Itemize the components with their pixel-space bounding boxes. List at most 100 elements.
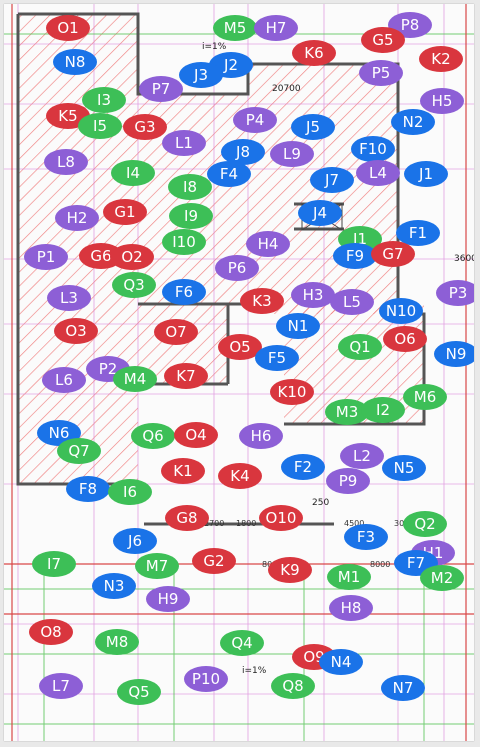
marker-m7[interactable]: M7	[135, 553, 179, 579]
marker-p1[interactable]: P1	[24, 244, 68, 270]
marker-n9[interactable]: N9	[434, 341, 474, 367]
marker-k4[interactable]: K4	[218, 463, 262, 489]
marker-n2[interactable]: N2	[391, 109, 435, 135]
marker-g7[interactable]: G7	[371, 241, 415, 267]
marker-l9[interactable]: L9	[270, 141, 314, 167]
marker-i9[interactable]: I9	[169, 203, 213, 229]
marker-j8[interactable]: J8	[221, 139, 265, 165]
marker-p7[interactable]: P7	[139, 76, 183, 102]
marker-f10[interactable]: F10	[351, 136, 395, 162]
marker-p6[interactable]: P6	[215, 255, 259, 281]
marker-l3[interactable]: L3	[47, 285, 91, 311]
marker-o3[interactable]: O3	[54, 318, 98, 344]
marker-f9[interactable]: F9	[333, 243, 377, 269]
marker-i8[interactable]: I8	[168, 174, 212, 200]
marker-j7[interactable]: J7	[310, 167, 354, 193]
marker-n6[interactable]: N6	[37, 420, 81, 446]
marker-o10[interactable]: O10	[259, 505, 303, 531]
marker-j3[interactable]: J3	[179, 62, 223, 88]
marker-j4[interactable]: J4	[298, 200, 342, 226]
marker-f5[interactable]: F5	[255, 345, 299, 371]
marker-k9[interactable]: K9	[268, 557, 312, 583]
marker-n1[interactable]: N1	[276, 313, 320, 339]
marker-q6[interactable]: Q6	[131, 423, 175, 449]
marker-p3[interactable]: P3	[436, 280, 474, 306]
marker-n4[interactable]: N4	[319, 649, 363, 675]
marker-k1[interactable]: K1	[161, 458, 205, 484]
marker-g8[interactable]: G8	[165, 505, 209, 531]
marker-k3[interactable]: K3	[240, 288, 284, 314]
marker-j6[interactable]: J6	[113, 528, 157, 554]
marker-o2[interactable]: O2	[110, 244, 154, 270]
marker-m5[interactable]: M5	[213, 15, 257, 41]
marker-j5[interactable]: J5	[291, 114, 335, 140]
marker-q4[interactable]: Q4	[220, 630, 264, 656]
marker-l4[interactable]: L4	[356, 160, 400, 186]
marker-m2[interactable]: M2	[420, 565, 464, 591]
marker-q5[interactable]: Q5	[117, 679, 161, 705]
marker-i5[interactable]: I5	[78, 113, 122, 139]
marker-i4[interactable]: I4	[111, 160, 155, 186]
marker-f6[interactable]: F6	[162, 279, 206, 305]
marker-n10[interactable]: N10	[379, 298, 423, 324]
marker-l7[interactable]: L7	[39, 673, 83, 699]
marker-i6[interactable]: I6	[108, 479, 152, 505]
marker-h8[interactable]: H8	[329, 595, 373, 621]
marker-p4[interactable]: P4	[233, 107, 277, 133]
marker-h9[interactable]: H9	[146, 586, 190, 612]
marker-k10[interactable]: K10	[270, 379, 314, 405]
dimension-top: 20700	[272, 84, 301, 94]
marker-p10[interactable]: P10	[184, 666, 228, 692]
marker-k7[interactable]: K7	[164, 363, 208, 389]
marker-q8[interactable]: Q8	[271, 673, 315, 699]
marker-h5[interactable]: H5	[420, 88, 464, 114]
marker-q2[interactable]: Q2	[403, 511, 447, 537]
marker-g2[interactable]: G2	[192, 548, 236, 574]
marker-o7[interactable]: O7	[154, 319, 198, 345]
marker-j1[interactable]: J1	[404, 161, 448, 187]
marker-l1[interactable]: L1	[162, 130, 206, 156]
marker-l2[interactable]: L2	[340, 443, 384, 469]
marker-g3[interactable]: G3	[123, 114, 167, 140]
marker-m6[interactable]: M6	[403, 384, 447, 410]
marker-q3[interactable]: Q3	[112, 272, 156, 298]
marker-h6[interactable]: H6	[239, 423, 283, 449]
marker-f3[interactable]: F3	[344, 524, 388, 550]
marker-m8[interactable]: M8	[95, 629, 139, 655]
marker-n7[interactable]: N7	[381, 675, 425, 701]
marker-g1[interactable]: G1	[103, 199, 147, 225]
marker-k6[interactable]: K6	[292, 40, 336, 66]
marker-q7[interactable]: Q7	[57, 438, 101, 464]
marker-o4[interactable]: O4	[174, 422, 218, 448]
marker-h7[interactable]: H7	[254, 15, 298, 41]
marker-i10[interactable]: I10	[162, 229, 206, 255]
marker-f4[interactable]: F4	[207, 161, 251, 187]
marker-q1[interactable]: Q1	[338, 334, 382, 360]
marker-l5[interactable]: L5	[330, 289, 374, 315]
marker-h4[interactable]: H4	[246, 231, 290, 257]
marker-o8[interactable]: O8	[29, 619, 73, 645]
marker-n3[interactable]: N3	[92, 573, 136, 599]
marker-o1[interactable]: O1	[46, 15, 90, 41]
marker-p9[interactable]: P9	[326, 468, 370, 494]
marker-f2[interactable]: F2	[281, 454, 325, 480]
marker-p5[interactable]: P5	[359, 60, 403, 86]
marker-n5[interactable]: N5	[382, 455, 426, 481]
marker-i2[interactable]: I2	[361, 397, 405, 423]
marker-m1[interactable]: M1	[327, 564, 371, 590]
marker-m4[interactable]: M4	[113, 366, 157, 392]
marker-l6[interactable]: L6	[42, 367, 86, 393]
marker-h3[interactable]: H3	[291, 282, 335, 308]
marker-o5[interactable]: O5	[218, 334, 262, 360]
marker-k2[interactable]: K2	[419, 46, 463, 72]
marker-o6[interactable]: O6	[383, 326, 427, 352]
marker-m3[interactable]: M3	[325, 399, 369, 425]
marker-g5[interactable]: G5	[361, 27, 405, 53]
marker-i7[interactable]: I7	[32, 551, 76, 577]
marker-i3[interactable]: I3	[82, 87, 126, 113]
marker-f8[interactable]: F8	[66, 476, 110, 502]
marker-l8[interactable]: L8	[44, 149, 88, 175]
marker-h2[interactable]: H2	[55, 205, 99, 231]
marker-n8[interactable]: N8	[53, 49, 97, 75]
